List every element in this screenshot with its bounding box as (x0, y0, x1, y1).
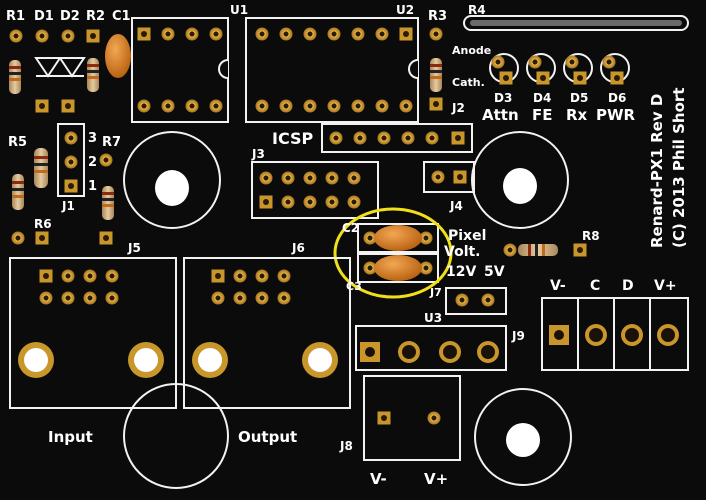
c1-capacitor (105, 34, 131, 78)
j4-label: J4 (449, 199, 463, 213)
j1-pin2-label: 2 (88, 155, 97, 170)
attn-label: Attn (482, 106, 519, 124)
pwr-label: PWR (596, 106, 636, 124)
r7-label: R7 (102, 135, 121, 150)
c2-label: C2 (342, 221, 359, 235)
icsp-label: ICSP (272, 129, 314, 148)
u2-socket (245, 17, 419, 123)
j8-power-input (363, 375, 461, 461)
d1-label: D1 (34, 9, 54, 24)
r6-label: R6 (34, 217, 52, 231)
j8-label: J8 (339, 439, 353, 453)
j9-pixel-output (541, 297, 689, 371)
d4-label: D4 (533, 91, 551, 105)
r3-label: R3 (428, 9, 447, 24)
board-title: Renard-PX1 Rev D (648, 94, 666, 248)
12v-label: 12V (446, 264, 476, 280)
status-led-footprints (489, 53, 630, 85)
j3-header (251, 161, 379, 219)
j8-vplus-label: V+ (424, 470, 448, 488)
j2-label: J2 (451, 101, 465, 115)
u1-socket (131, 17, 229, 123)
u1-label: U1 (230, 3, 248, 17)
j7-label: J7 (429, 286, 442, 299)
u3-regulator (355, 325, 507, 371)
resistors (9, 58, 558, 256)
r5-label: R5 (8, 135, 27, 150)
d3-label: D3 (494, 91, 512, 105)
u2-label: U2 (396, 3, 414, 17)
pixel-label: Pixel (448, 228, 486, 244)
anode-label: Anode (452, 44, 491, 57)
d6-label: D6 (608, 91, 626, 105)
j1-header (57, 123, 85, 197)
fe-label: FE (532, 106, 553, 124)
d5-label: D5 (570, 91, 588, 105)
board-copyright: (C) 2013 Phil Short (670, 88, 688, 248)
j9-vplus-label: V+ (654, 278, 677, 294)
mounting-holes (123, 131, 572, 486)
d2-label: D2 (60, 9, 80, 24)
cathode-label: Cath. (452, 76, 485, 89)
j5-label: J5 (127, 241, 141, 255)
diode-footprints (34, 57, 86, 78)
c2-c3-capacitors (333, 207, 453, 299)
j2-icsp-header (321, 123, 473, 153)
u3-label: U3 (424, 311, 442, 325)
input-label: Input (48, 428, 93, 446)
output-label: Output (238, 428, 297, 446)
j9-label: J9 (511, 329, 525, 343)
j8-vminus-label: V- (370, 470, 387, 488)
5v-label: 5V (484, 264, 505, 280)
r4-label: R4 (468, 3, 486, 17)
rx-label: Rx (566, 106, 588, 124)
r8-label: R8 (582, 229, 600, 243)
j9-vminus-label: V- (550, 278, 566, 294)
j5-rj45-input (9, 257, 229, 489)
j1-label: J1 (61, 199, 75, 213)
j7-voltage-jumper (445, 287, 507, 315)
j6-rj45-output (183, 257, 351, 409)
volt-label: Volt. (444, 244, 481, 260)
j1-pin3-label: 3 (88, 131, 97, 146)
j6-label: J6 (291, 241, 305, 255)
r1-label: R1 (6, 9, 25, 24)
j3-label: J3 (251, 147, 265, 161)
r2-label: R2 (86, 9, 105, 24)
j1-pin1-label: 1 (88, 179, 97, 194)
c3-label: C3 (346, 280, 362, 293)
c1-label: C1 (112, 9, 131, 24)
j9-d-label: D (622, 278, 634, 294)
j9-c-label: C (590, 278, 600, 294)
j4-header (423, 161, 475, 193)
